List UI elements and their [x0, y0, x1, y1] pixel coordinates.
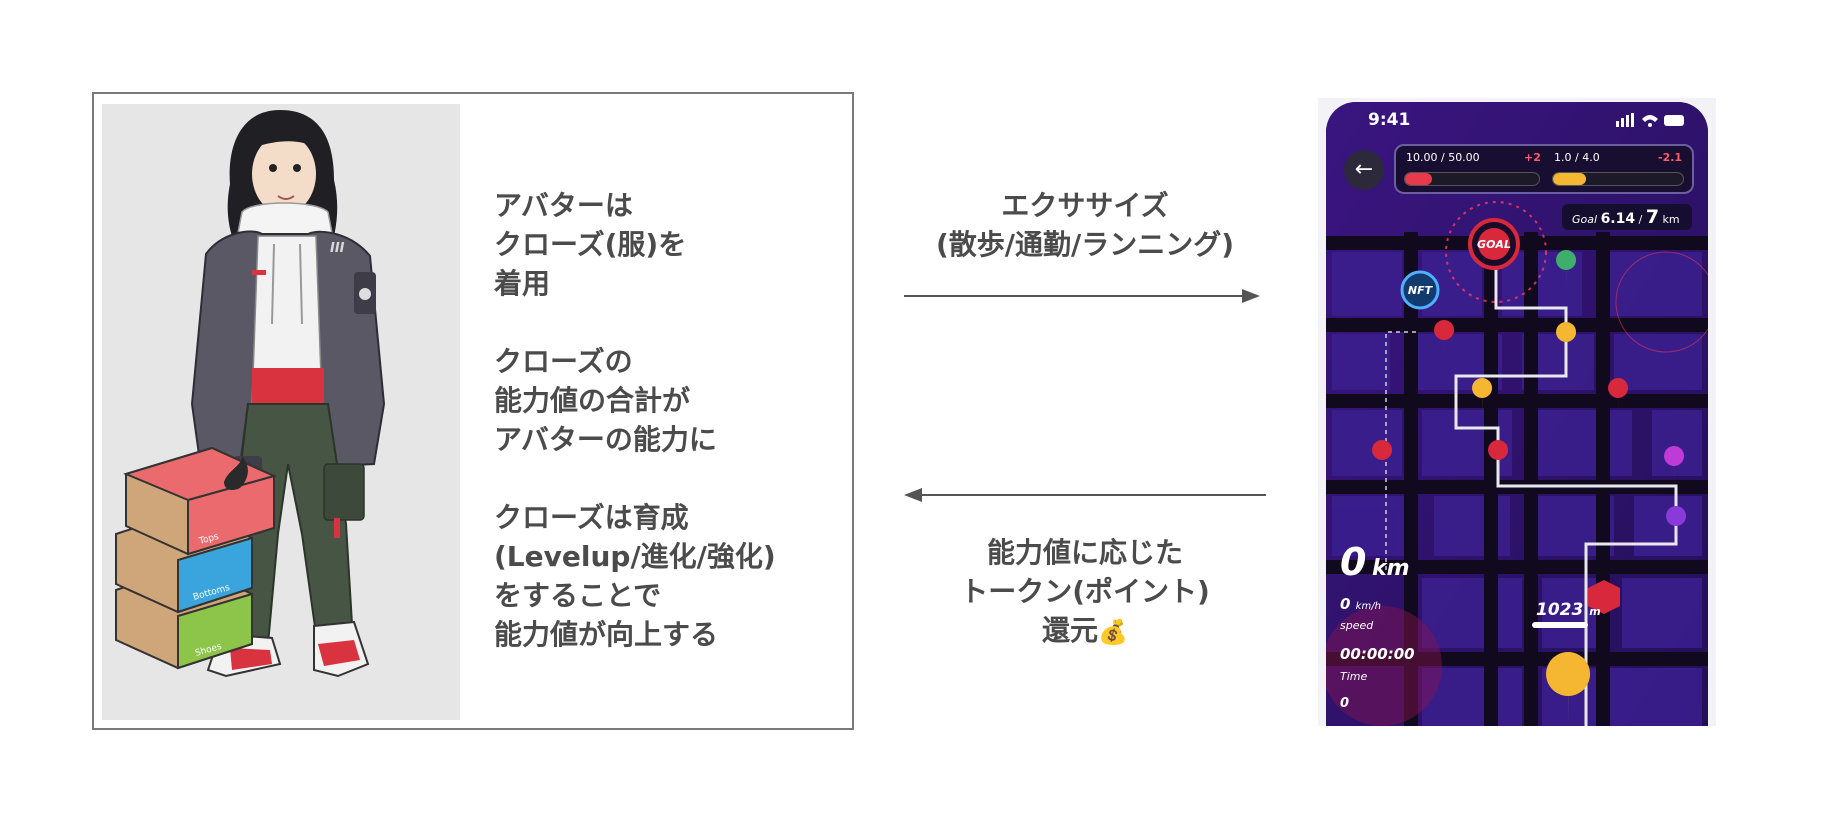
- distance-unit: km: [1372, 556, 1410, 581]
- money-bag-icon: 💰: [1098, 618, 1128, 646]
- speed-unit: km/h: [1355, 601, 1381, 612]
- avatar-panel: III Tops: [92, 92, 854, 730]
- exercise-label: エクササイズ (散歩/通勤/ランニング): [900, 186, 1270, 264]
- avatar-description: アバターは クローズ(服)を 着用 クローズの 能力値の合計が アバターの能力に…: [494, 186, 839, 654]
- goal-separator: /: [1638, 213, 1646, 226]
- status-time: 9:41: [1368, 110, 1411, 130]
- reward-label: 能力値に応じた トークン(ポイント) 還元💰: [900, 533, 1270, 652]
- map-pins: [1372, 250, 1687, 726]
- text-line: トークン(ポイント): [960, 575, 1210, 608]
- remaining-unit: m: [1589, 605, 1601, 618]
- time-label: Time: [1340, 670, 1368, 683]
- goal-unit: km: [1662, 213, 1680, 226]
- text-block-ability-sum: クローズの 能力値の合計が アバターの能力に: [494, 342, 839, 459]
- text-line: 能力値が向上する: [494, 618, 719, 651]
- text-line: アバターは: [494, 189, 633, 222]
- speed-readout: 0 km/h: [1340, 595, 1381, 613]
- avatar-figure: III Tops: [115, 110, 386, 678]
- stats-bar: 10.00 / 50.00 +2 1.0 / 4.0 -2.1: [1394, 144, 1694, 194]
- time-value: 00:00:00: [1340, 645, 1415, 663]
- goal-marker-text: GOAL: [1477, 238, 1511, 251]
- power-delta: -2.1: [1658, 151, 1683, 164]
- text-line: をすることで: [494, 579, 662, 612]
- city-map: GOAL NFT: [1326, 102, 1708, 726]
- text-line: アバターの能力に: [494, 423, 717, 456]
- goal-display: Goal 6.14 / 7 km: [1562, 204, 1692, 230]
- text-line: 着用: [494, 267, 551, 300]
- text-block-wearing: アバターは クローズ(服)を 着用: [494, 186, 839, 303]
- text-line: エクササイズ: [1001, 189, 1169, 222]
- arrow-to-avatar: [904, 488, 1266, 502]
- text-line: 能力値に応じた: [986, 536, 1183, 569]
- speed-value: 0: [1340, 595, 1351, 613]
- back-button[interactable]: ←: [1344, 150, 1384, 190]
- avatar-illustration: III Tops: [102, 104, 460, 720]
- text-line: クローズは育成: [494, 501, 689, 534]
- arrow-to-phone: [904, 289, 1260, 303]
- text-line: (Levelup/進化/強化): [494, 540, 776, 573]
- run-map-screen: GOAL NFT 9:41: [1326, 102, 1708, 726]
- distance-value: 0: [1340, 540, 1367, 584]
- speed-label: speed: [1340, 619, 1374, 632]
- distance-readout: 0 km: [1340, 540, 1410, 584]
- energy-stat: 10.00 / 50.00: [1406, 151, 1480, 164]
- remaining-distance-bar: [1532, 622, 1588, 628]
- power-gauge-fill: [1553, 173, 1586, 185]
- energy-gauge-fill: [1405, 173, 1432, 185]
- goal-total: 7: [1645, 206, 1660, 228]
- text-block-growth: クローズは育成 (Levelup/進化/強化) をすることで 能力値が向上する: [494, 498, 839, 654]
- text-line: クローズの: [494, 345, 633, 378]
- nft-marker-text: NFT: [1408, 284, 1434, 297]
- reward-return-text: 還元: [1042, 614, 1099, 647]
- remaining-value: 1023: [1536, 600, 1584, 620]
- power-gauge: [1552, 172, 1684, 186]
- text-line: 還元💰: [900, 611, 1270, 652]
- text-line: 能力値の合計が: [494, 384, 691, 417]
- status-icons: [1616, 113, 1684, 127]
- bottom-value: 0: [1340, 696, 1350, 711]
- energy-delta: +2: [1524, 151, 1541, 164]
- power-stat: 1.0 / 4.0: [1554, 151, 1600, 164]
- jacket-mark: III: [330, 241, 345, 256]
- remaining-distance: 1023 m: [1536, 600, 1601, 620]
- text-line: (散歩/通勤/ランニング): [935, 228, 1235, 261]
- goal-label: Goal: [1572, 213, 1598, 226]
- phone-screenshot: GOAL NFT 9:41: [1318, 98, 1716, 726]
- goal-current: 6.14: [1600, 211, 1636, 227]
- energy-gauge: [1404, 172, 1540, 186]
- text-line: クローズ(服)を: [494, 228, 687, 261]
- clothing-boxes: Tops Bottoms Shoes: [115, 446, 277, 670]
